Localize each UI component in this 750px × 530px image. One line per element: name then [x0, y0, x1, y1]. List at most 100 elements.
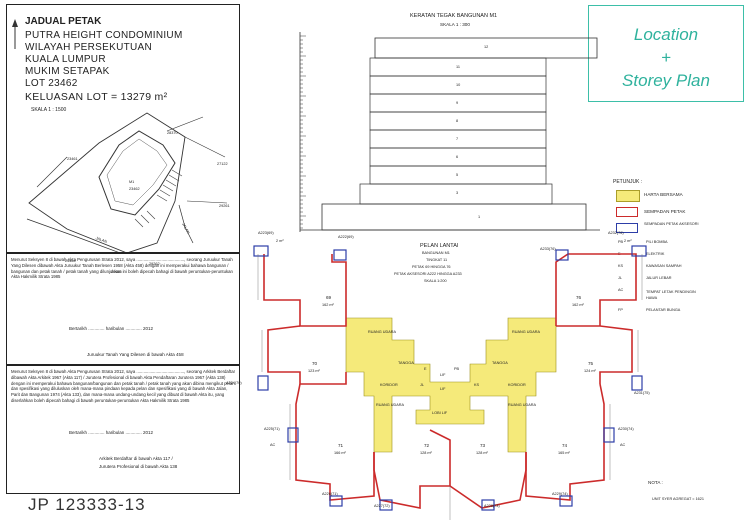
tangga-2: TANGGA [492, 361, 508, 365]
floor-11: 11 [456, 65, 460, 69]
lot-number: LOT 23462 [25, 78, 78, 89]
pb-label: PB [454, 367, 460, 371]
lot-no-23461: 23461 [67, 157, 78, 161]
plan-scale: SKALA 1:200 [424, 279, 447, 283]
unit-71-id: 71 [338, 443, 344, 448]
lif-1: LIF [440, 373, 446, 377]
unit-74-area: 165 m² [558, 451, 570, 455]
unit-75-id: 75 [588, 361, 594, 366]
section-title: KERATAN TEGAK BANGUNAN M1 [410, 13, 498, 19]
acc-a222: A222(69) [338, 235, 354, 239]
unit-69-id: 69 [326, 295, 332, 300]
floor-9: 9 [456, 101, 459, 105]
state-name: WILAYAH PERSEKUTUAN [25, 42, 153, 53]
ks-label: KS [474, 383, 480, 387]
unit-72-area: 128 m² [420, 451, 432, 455]
lot-no-27122: 27122 [217, 162, 228, 166]
legend-common: HARTA BERSAMA [644, 192, 683, 197]
building-label: M1 [129, 180, 135, 184]
code-pb-desc: PILI BOMBA [646, 240, 668, 244]
plus-label: + [661, 48, 671, 67]
legend-title: PETUNJUK : [613, 179, 643, 185]
code-fp-desc: PELANTAR BUNGA [646, 308, 681, 312]
legend-swatch-parcel [616, 207, 638, 217]
city-name: KUALA LUMPUR [25, 54, 106, 65]
unit-76-id: 76 [576, 295, 582, 300]
ruang-udara-1: RUANG UDARA [368, 330, 397, 334]
code-ac-desc: TEMPAT LETAK PENDINGIN HAWA [646, 290, 696, 301]
acc-a225: A225(71) [264, 427, 280, 431]
lot-no-23462: 23462 [129, 187, 140, 191]
unit-75-area: 124 m² [584, 369, 596, 373]
floor-6: 6 [456, 155, 459, 159]
plan-level: TINGKAT 11 [426, 258, 448, 262]
acc-a224: A224(70) [226, 381, 242, 385]
e-label: E [424, 367, 427, 371]
floor-3: 3 [456, 191, 459, 195]
floor-10: 10 [456, 83, 461, 87]
floor-12: 12 [484, 45, 489, 49]
unit-73-area: 128 m² [476, 451, 488, 455]
code-jl-desc: JALUR LEBAR [646, 276, 672, 280]
unit-70-id: 70 [312, 361, 318, 366]
unit-73-id: 73 [480, 443, 486, 448]
surveyor-signature-line: Juruukur Tanah Yang Dilesen di bawah Akt… [87, 352, 184, 357]
floor-5: 5 [456, 173, 459, 177]
aggregate-share: UNIT SYER AGREGAT = 1621 [652, 497, 705, 501]
acc-a223-area: 2 m² [276, 239, 284, 243]
section-scale: SKALA 1 : 300 [440, 22, 470, 27]
code-ac: AC [618, 288, 624, 292]
note-label: NOTA : [648, 480, 663, 485]
acc-a223: A223(69) [258, 231, 274, 235]
acc-a233: A233(76) [540, 247, 556, 251]
plan-parcels: PETAK 69 HINGGA 76 [412, 265, 451, 269]
architect-signature-line-2: Jurutera Profesional di bawah Akta 138 [99, 464, 178, 469]
ruang-udara-2: RUANG UDARA [512, 330, 541, 334]
surveyor-cert-text: Menurut Seksyen 8 di bawah Akta Pengurus… [11, 257, 233, 280]
surveyor-date: Bertarikh ............. haribulan ......… [69, 326, 154, 331]
ruang-udara-3: RUANG UDARA [376, 403, 405, 407]
unit-71-area: 166 m² [334, 451, 346, 455]
acc-a232: A232(76) [608, 231, 624, 235]
lot-no-23464: 23464 [65, 259, 76, 263]
plan-building: BANGUNAN M1 [422, 251, 450, 255]
lot-panel: JADUAL PETAK PUTRA HEIGHT CONDOMINIUM WI… [6, 4, 240, 274]
location-storey-box: Location + Storey Plan [588, 5, 744, 102]
unit-72-id: 72 [424, 443, 430, 448]
unit-76-area: 162 m² [572, 303, 584, 307]
acc-a225-type: AC [270, 443, 276, 447]
lot-no-29262: 29262 [149, 262, 160, 266]
architect-certificate: Menurut Seksyen 8 di bawah Akta Pengurus… [6, 364, 240, 494]
legend-accessory: SEMPADAN PETAK AKSESORI [644, 222, 699, 226]
code-jl: JL [618, 276, 623, 280]
legend-swatch-accessory [616, 223, 638, 233]
architect-cert-text: Menurut Seksyen 8 di bawah Akta Pengurus… [11, 369, 236, 403]
acc-a232-area: 2 m² [624, 239, 632, 243]
tangga-1: TANGGA [398, 361, 414, 365]
floor-1: 1 [478, 215, 481, 219]
architect-signature-line-1: Arkitek Berdaftar di bawah Akta 117 / [99, 456, 173, 461]
lobi-lif: LOBI LIF [432, 411, 448, 415]
code-e-desc: ELEKTRIK [646, 252, 665, 256]
ruang-udara-4: RUANG UDARA [508, 403, 537, 407]
acc-a230-type: AC [620, 443, 626, 447]
location-label: Location [633, 25, 699, 44]
plan-accessory-range: PETAK AKSESORI A222 HINGGA A233 [394, 272, 462, 276]
storey-plan-label: Storey Plan [622, 71, 710, 90]
koridor-1: KORIDOR [380, 383, 398, 387]
acc-a230: A230(74) [618, 427, 634, 431]
surveyor-certificate: Menurut Seksyen 8 di bawah Akta Pengurus… [6, 252, 240, 366]
acc-a227: A227(72) [374, 504, 390, 508]
unit-69-area: 162 m² [322, 303, 334, 307]
jl-label: JL [420, 383, 425, 387]
koridor-2: KORIDOR [508, 383, 526, 387]
acc-a231: A231(75) [634, 391, 650, 395]
lot-area: KELUASAN LOT = 13279 m² [25, 91, 168, 103]
code-pb: PB [618, 240, 624, 244]
jp-number: JP 123333-13 [28, 495, 146, 514]
lot-panel-heading: JADUAL PETAK [25, 16, 102, 27]
acc-a226: A226(71) [322, 492, 338, 496]
unit-70-area: 123 m² [308, 369, 320, 373]
